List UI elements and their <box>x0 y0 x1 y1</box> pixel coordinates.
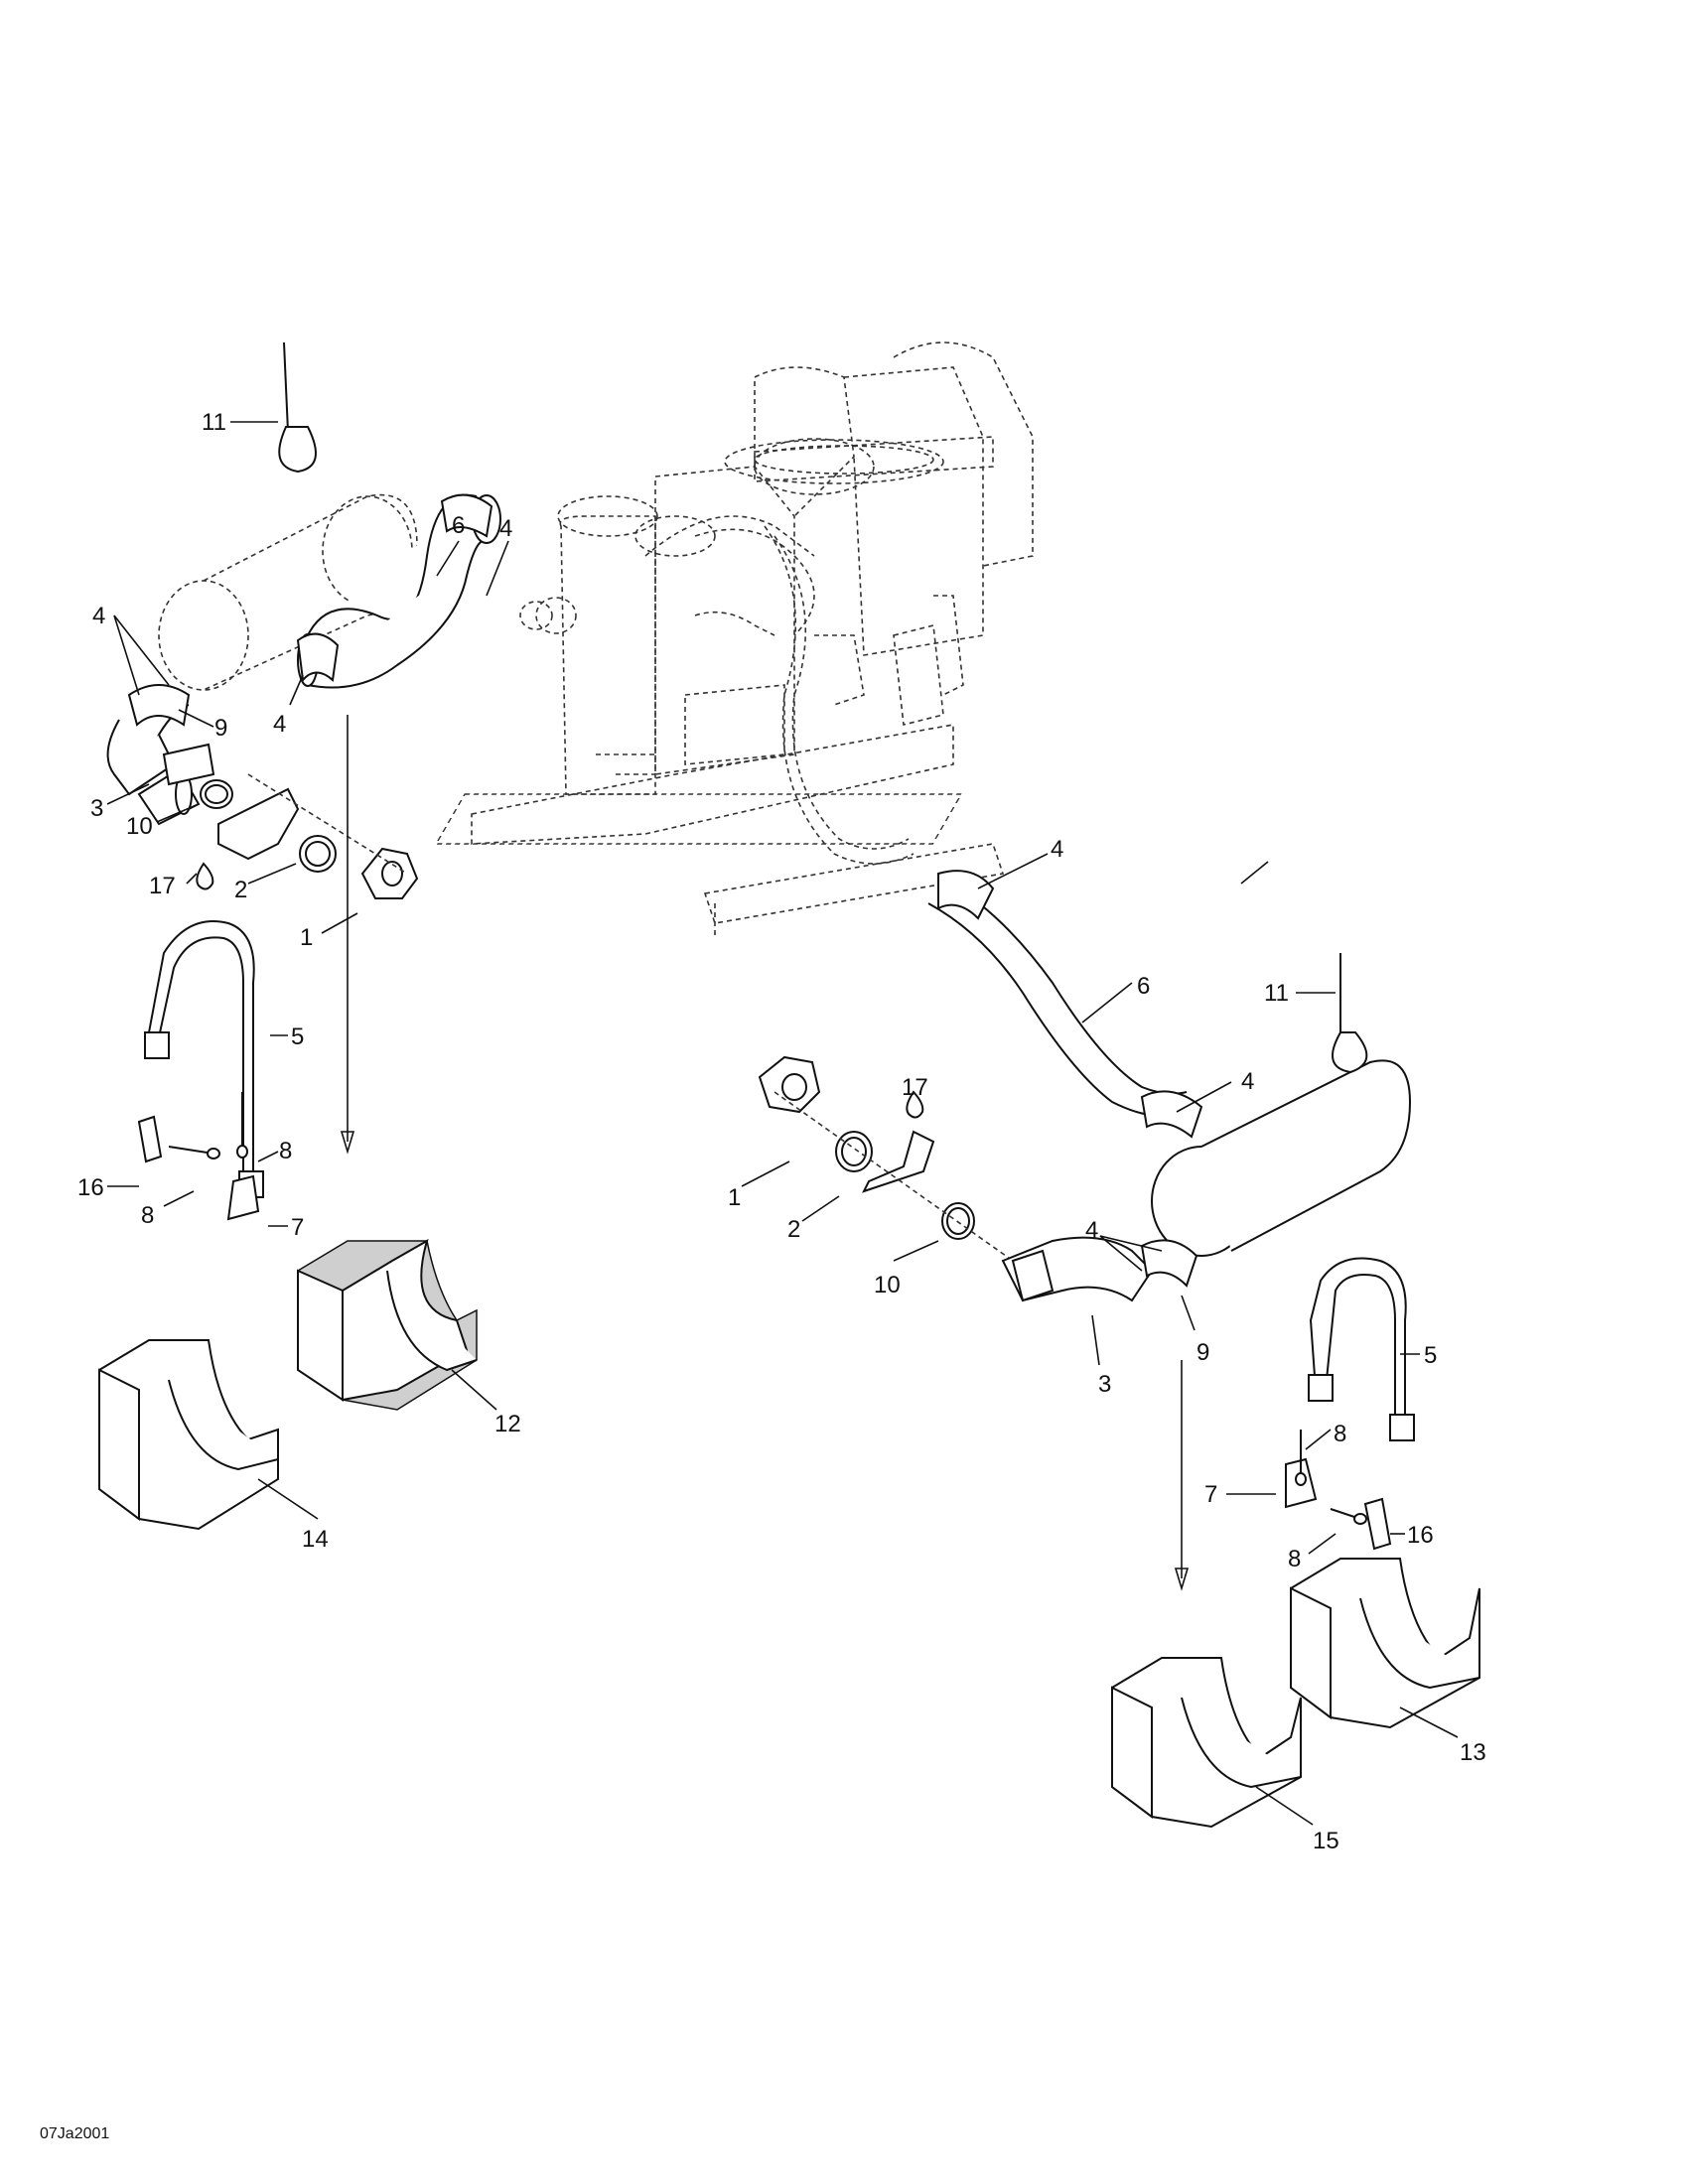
callout-right-7: 7 <box>1204 1481 1217 1508</box>
bracket-16-right <box>1363 1497 1392 1551</box>
rivet-8-left-a-head <box>207 1148 220 1160</box>
tie-wrap-11-right <box>1332 953 1368 1074</box>
callout-right-5: 5 <box>1424 1342 1437 1369</box>
callout-left-4-top: 4 <box>499 515 512 542</box>
callout-left-2: 2 <box>234 877 247 903</box>
callout-labels: 11 6 4 4 9 4 3 10 17 2 1 5 16 8 8 7 12 1… <box>40 409 1486 2142</box>
heat-shield-half-right <box>862 1130 935 1193</box>
callout-left-14: 14 <box>302 1526 329 1553</box>
ring-2-left-inner <box>305 841 331 867</box>
callout-right-10: 10 <box>874 1272 901 1298</box>
callout-left-7: 7 <box>291 1214 304 1241</box>
lubricant-drop-17-left <box>196 862 214 890</box>
callout-left-5: 5 <box>291 1024 304 1050</box>
lubricant-drop-17-right <box>906 1090 924 1119</box>
callout-left-6: 6 <box>452 512 465 539</box>
callout-right-4-mid: 4 <box>1241 1068 1254 1095</box>
callout-right-8-bottom: 8 <box>1288 1546 1301 1572</box>
assembly-axis-right <box>774 1091 1014 1262</box>
callout-right-2: 2 <box>787 1216 800 1243</box>
elbow-hose-right <box>1001 1236 1198 1302</box>
callout-right-11: 11 <box>1264 980 1289 1007</box>
callout-right-16: 16 <box>1407 1522 1434 1549</box>
figure-code: 07Ja2001 <box>40 2125 109 2142</box>
callout-left-8-top: 8 <box>279 1138 292 1164</box>
callout-left-4-pair: 4 <box>92 603 105 629</box>
callout-left-17: 17 <box>149 873 176 899</box>
callout-left-9: 9 <box>214 715 227 742</box>
callout-right-4-pair: 4 <box>1085 1217 1098 1244</box>
callout-right-4-top: 4 <box>1051 836 1063 863</box>
exhaust-hose-right <box>927 870 1203 1139</box>
rivet-8-right-b-head <box>1353 1513 1367 1525</box>
heat-shield-half-left <box>217 787 300 861</box>
callout-left-4-lower: 4 <box>273 711 286 738</box>
callout-right-6: 6 <box>1137 973 1150 1000</box>
callout-right-17: 17 <box>902 1074 928 1101</box>
callout-right-15: 15 <box>1313 1828 1339 1854</box>
arrow-head-right <box>1174 1568 1190 1591</box>
bracket-16-left <box>137 1115 163 1163</box>
callout-right-8-top: 8 <box>1334 1421 1346 1447</box>
elbow-hose-left <box>106 684 215 826</box>
exhaust-hose-left <box>296 493 501 689</box>
callout-right-3: 3 <box>1098 1371 1111 1398</box>
insulation-block-13 <box>1290 1558 1480 1729</box>
insulation-block-14 <box>98 1339 279 1531</box>
strap-5-right <box>1308 1257 1415 1441</box>
callout-left-12: 12 <box>494 1411 521 1437</box>
arrow-head-left <box>340 1131 355 1155</box>
assembly-axis-left <box>247 773 408 875</box>
callout-left-3: 3 <box>90 795 103 822</box>
right-muffler-outline <box>1151 1059 1412 1257</box>
leader-lines <box>106 421 1459 1826</box>
callout-right-9: 9 <box>1196 1339 1209 1366</box>
callout-left-11: 11 <box>202 409 226 436</box>
ring-10-right-inner <box>946 1207 970 1235</box>
ring-2-right-inner <box>841 1137 867 1166</box>
rivet-8-right-a-head <box>1295 1472 1307 1486</box>
callout-right-1: 1 <box>728 1184 741 1211</box>
nut-1-right-hole <box>781 1073 807 1101</box>
rivet-8-left-b-head <box>236 1145 248 1159</box>
callout-left-10: 10 <box>126 813 153 840</box>
nut-1-left-hole <box>381 861 403 887</box>
callout-left-16: 16 <box>77 1174 104 1201</box>
callout-right-13: 13 <box>1460 1739 1486 1766</box>
insulation-block-12 <box>297 1238 478 1411</box>
tie-wrap-11-left <box>278 341 317 474</box>
insulation-block-15 <box>1111 1657 1302 1829</box>
bracket-7-left <box>226 1174 260 1221</box>
engine-outline <box>434 341 1034 938</box>
rivet-8-left-a <box>168 1146 214 1155</box>
ring-10-left-inner <box>205 784 228 804</box>
callout-left-8-bottom: 8 <box>141 1202 154 1229</box>
callout-left-1: 1 <box>300 924 313 951</box>
